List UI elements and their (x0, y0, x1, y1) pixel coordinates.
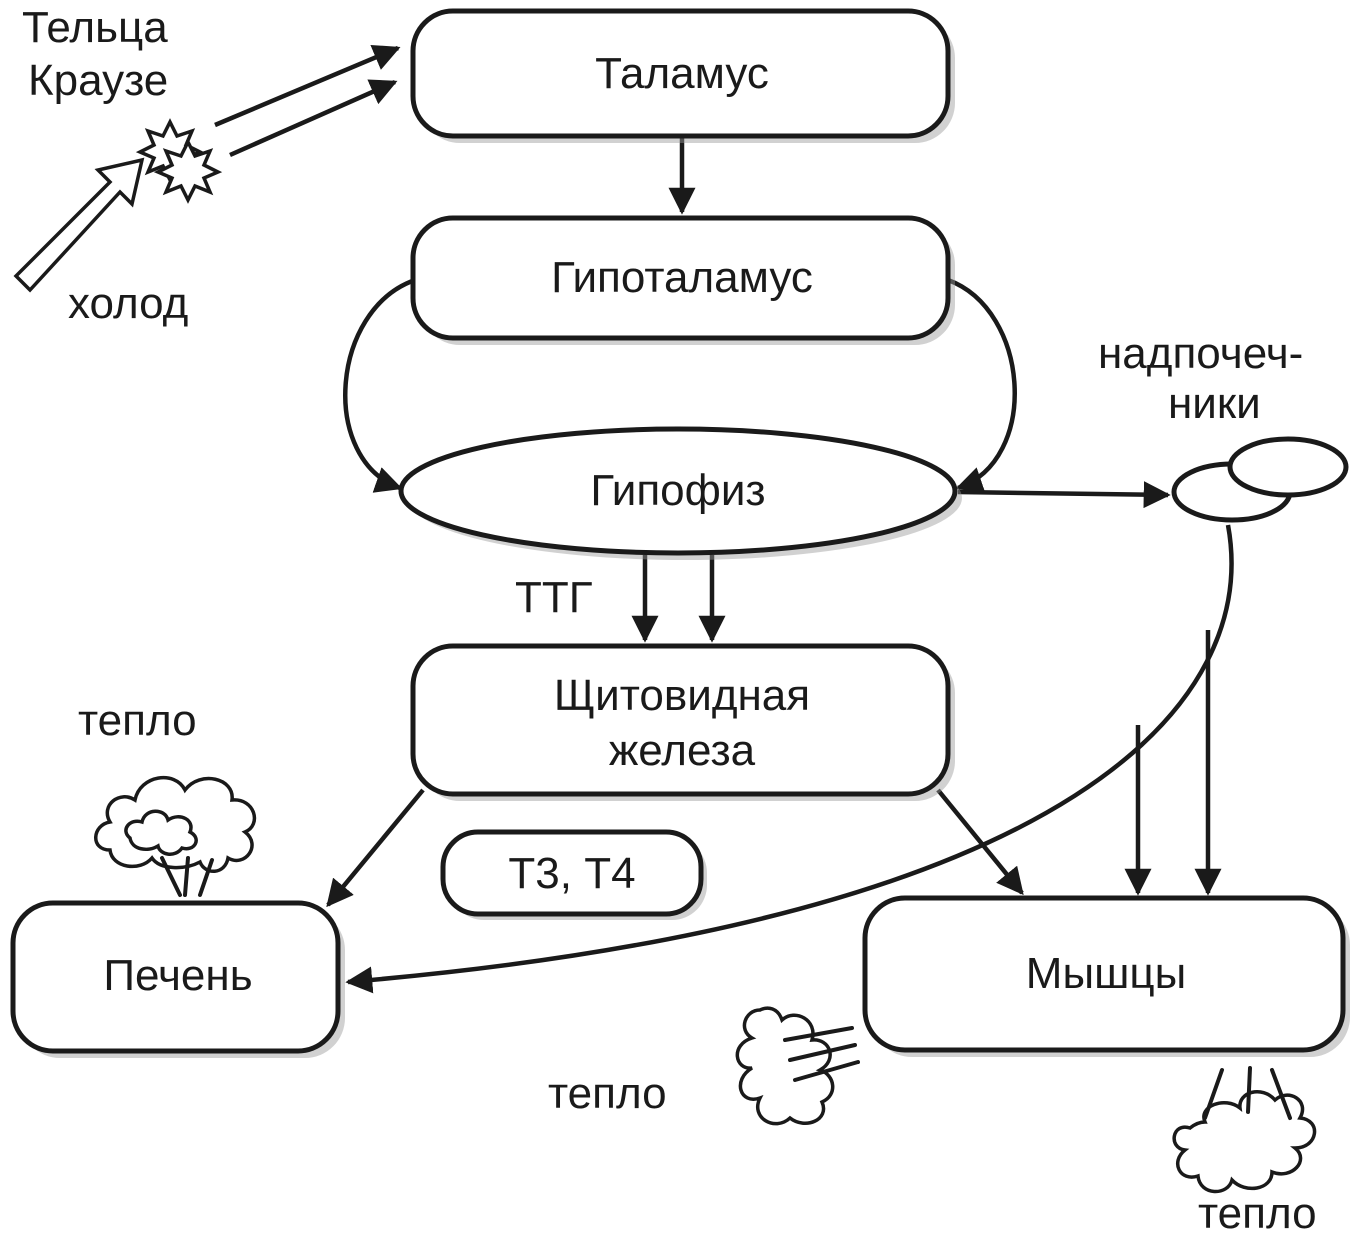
heat-muscle-bottom-label: тепло (1198, 1189, 1317, 1236)
heat-cloud-muscle-bottom-icon (1172, 1066, 1317, 1194)
pituitary-label: Гипофиз (590, 466, 765, 515)
node-t3t4: Т3, Т4 (440, 829, 707, 920)
edge-krause-thalamus-2 (229, 79, 398, 158)
edge-hypothalamus-pituitary-right (947, 277, 1017, 493)
krause-bodies-icon (135, 118, 223, 204)
cold-label: холод (68, 279, 188, 328)
edge-hypothalamus-pituitary-left (343, 277, 416, 493)
node-liver: Печень (10, 900, 345, 1058)
thyroid-label-line2: железа (609, 726, 756, 775)
cold-arrow-icon (13, 157, 145, 293)
krause-label-line1: Тельца (22, 3, 168, 52)
node-muscles: Мышцы (862, 895, 1350, 1057)
heat-cloud-muscle-left-icon (735, 1006, 860, 1126)
node-thyroid: Щитовидная железа (410, 643, 955, 801)
krause-label-line2: Краузе (28, 56, 168, 105)
edge-adrenals-liver (345, 524, 1234, 994)
edge-krause-thalamus-1 (214, 44, 401, 128)
edges (214, 44, 1234, 994)
edge-thyroid-liver (326, 788, 425, 908)
ttg-label: ТТГ (515, 573, 593, 622)
muscles-label: Мышцы (1026, 949, 1186, 998)
heat-cloud-liver-icon (94, 775, 257, 897)
node-hypothalamus: Гипоталамус (410, 215, 955, 345)
node-pituitary: Гипофиз (398, 426, 962, 560)
thyroid-label-line1: Щитовидная (554, 671, 810, 720)
node-thalamus: Таламус (410, 8, 955, 143)
edge-thyroid-muscles (936, 788, 1024, 896)
adrenal-label-line1: надпочеч- (1098, 329, 1303, 378)
t3t4-label: Т3, Т4 (508, 849, 635, 898)
heat-liver-label: тепло (78, 696, 197, 745)
node-adrenals (1171, 436, 1349, 523)
edge-pituitary-adrenals (957, 481, 1171, 509)
hypothalamus-label: Гипоталамус (551, 253, 813, 302)
adrenal-label-line2: ники (1168, 379, 1261, 428)
heat-muscle-left-label: тепло (548, 1069, 667, 1118)
thalamus-label: Таламус (595, 49, 769, 98)
liver-label: Печень (103, 951, 252, 1000)
